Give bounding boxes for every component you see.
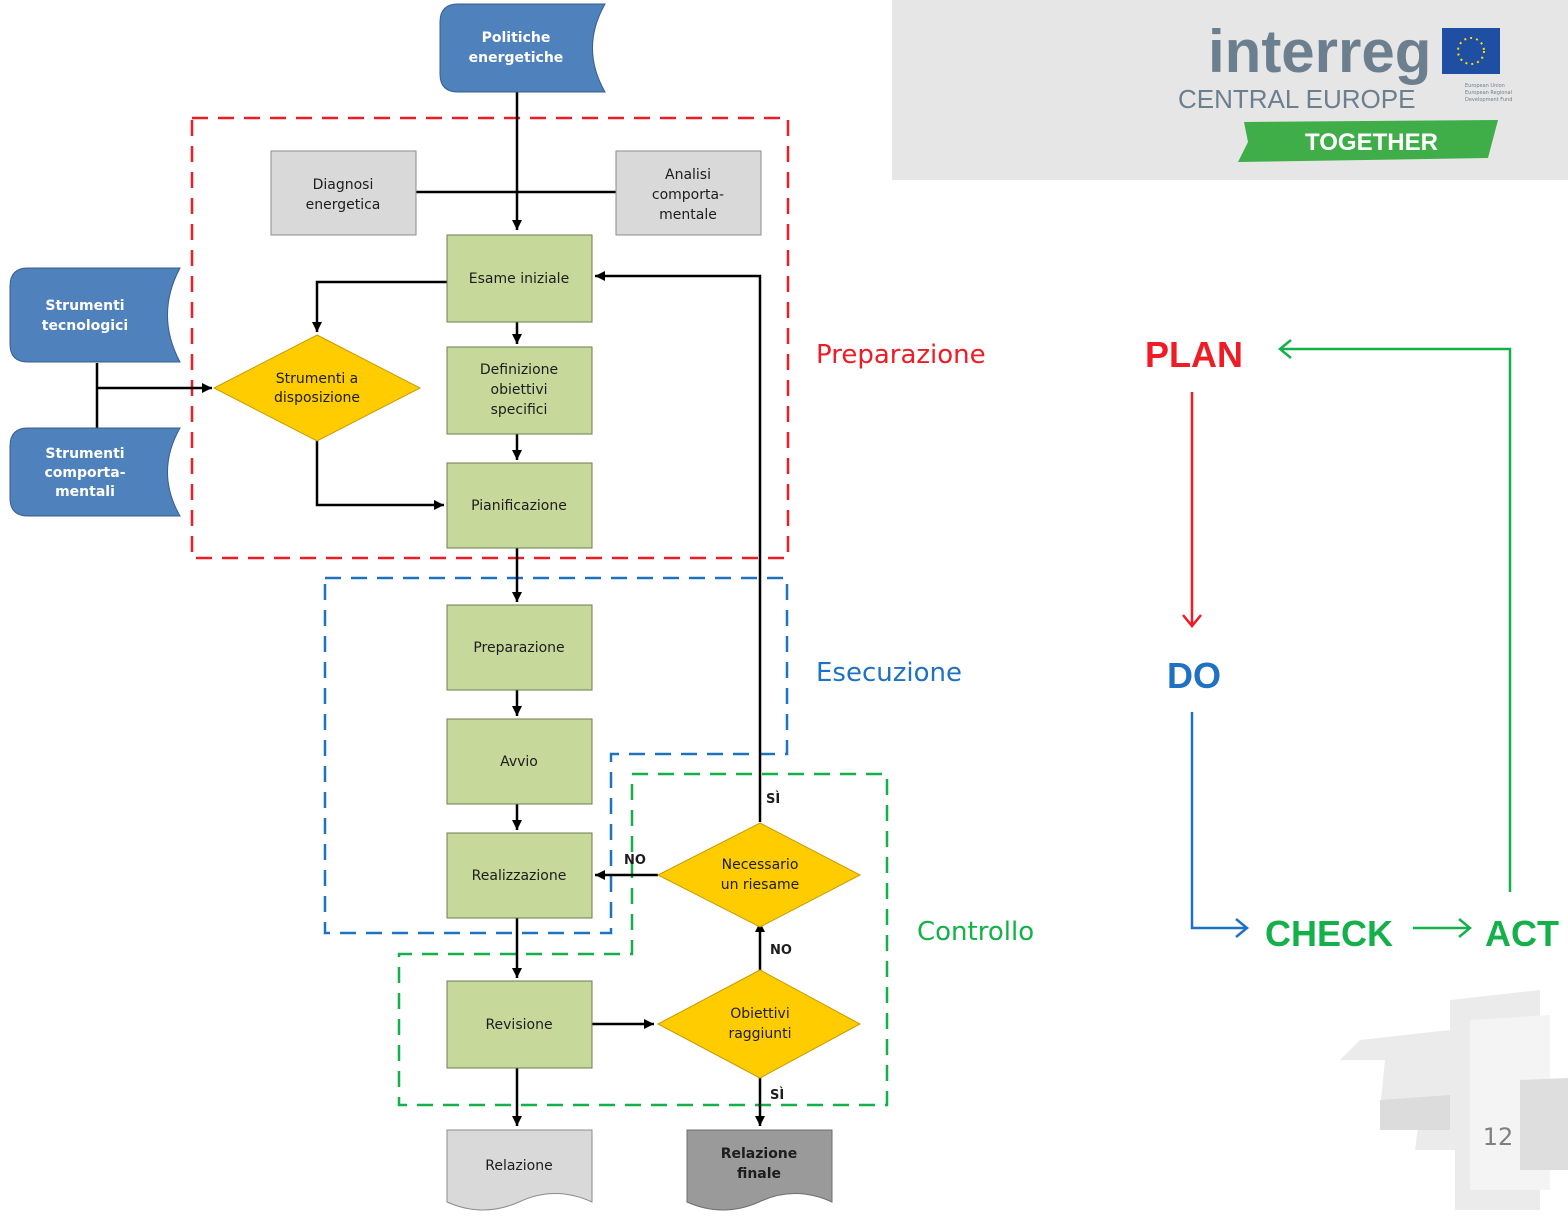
diagnosi-label-2: energetica <box>306 197 381 213</box>
politiche-label-1: Politiche <box>482 30 551 46</box>
phase-label-check: Controllo <box>917 917 1034 947</box>
pdca-do-label: DO <box>1167 655 1221 696</box>
realizzazione-node: Realizzazione <box>446 832 593 919</box>
revisione-node: Revisione <box>446 980 593 1069</box>
strumenti-tecnologici-label-1: Strumenti <box>45 298 124 314</box>
obiettivi-label-2: raggiunti <box>728 1026 791 1042</box>
definizione-label-2: obiettivi <box>491 382 548 398</box>
logo-fund-1: European Union <box>1465 83 1505 89</box>
logo-panel: interreg CENTRAL EUROPE European Union E… <box>892 0 1568 180</box>
relazione-node: Relazione <box>446 1129 593 1211</box>
preparazione-node: Preparazione <box>446 604 593 691</box>
relazione-finale-label-1: Relazione <box>721 1146 798 1162</box>
diagnosi-label-1: Diagnosi <box>313 177 374 193</box>
strumenti-disposizione-label-2: disposizione <box>274 390 360 406</box>
strumenti-comportamentali-label-3: mentali <box>55 484 115 500</box>
edge-label-no-mid: NO <box>770 943 792 958</box>
act-to-plan-arrow <box>1278 339 1512 892</box>
phase-label-do: Esecuzione <box>816 658 962 688</box>
strumenti-tecnologici-node: Strumenti tecnologici <box>9 267 181 363</box>
relazione-label: Relazione <box>485 1158 552 1174</box>
eu-flag-icon <box>1442 28 1500 74</box>
phase-label-plan: Preparazione <box>816 340 986 370</box>
logo-slogan: TOGETHER <box>1305 129 1438 156</box>
strumenti-disposizione-label-1: Strumenti a <box>276 371 359 387</box>
do-to-check-arrow <box>1190 712 1249 938</box>
edge-label-no-left: NO <box>624 853 646 868</box>
relazione-finale-label-2: finale <box>737 1166 781 1182</box>
definizione-label-3: specifici <box>491 402 548 418</box>
obiettivi-raggiunti-node: Obiettivi raggiunti <box>656 969 862 1079</box>
check-region <box>397 772 889 1107</box>
pianificazione-node: Pianificazione <box>446 462 593 549</box>
edge-label-si-bottom: SÌ <box>770 1087 784 1103</box>
revisione-label: Revisione <box>485 1017 552 1033</box>
esame-iniziale-node: Esame iniziale <box>446 234 593 323</box>
necessario-riesame-node: Necessario un riesame <box>656 822 862 928</box>
pdca-plan-label: PLAN <box>1145 334 1243 375</box>
politiche-energetiche-node: Politiche energetiche <box>439 3 606 93</box>
analisi-label-3: mentale <box>659 207 717 223</box>
strumenti-tecnologici-label-2: tecnologici <box>42 318 128 334</box>
connectors <box>95 92 765 1126</box>
logo-region: CENTRAL EUROPE <box>1178 84 1415 114</box>
avvio-label: Avvio <box>500 754 538 770</box>
pianificazione-label: Pianificazione <box>471 498 567 514</box>
diagnosi-energetica-node: Diagnosi energetica <box>270 150 417 236</box>
strumenti-comportamentali-label-2: comporta- <box>45 465 126 481</box>
plan-region <box>190 116 790 560</box>
definizione-label-1: Definizione <box>480 362 558 378</box>
necessario-label-2: un riesame <box>721 877 800 893</box>
strumenti-disposizione-node: Strumenti a disposizione <box>212 334 422 442</box>
strumenti-comportamentali-node: Strumenti comporta- mentali <box>9 427 181 517</box>
pdca-cycle: PLAN DO CHECK ACT <box>1145 334 1559 954</box>
logo-slogan-banner <box>1238 120 1498 162</box>
page-number-decoration <box>1340 990 1568 1210</box>
definizione-obiettivi-node: Definizione obiettivi specifici <box>446 346 593 435</box>
necessario-label-1: Necessario <box>722 857 799 873</box>
realizzazione-label: Realizzazione <box>472 868 567 884</box>
analisi-comportamentale-node: Analisi comporta- mentale <box>615 150 762 236</box>
edge-label-si-top: SÌ <box>766 791 780 807</box>
logo-fund-2: European Regional <box>1465 90 1512 96</box>
esame-label: Esame iniziale <box>469 271 569 287</box>
logo-fund-3: Development Fund <box>1465 97 1512 103</box>
page-number: 12 <box>1483 1123 1514 1151</box>
obiettivi-label-1: Obiettivi <box>730 1006 789 1022</box>
strumenti-comportamentali-label-1: Strumenti <box>45 446 124 462</box>
do-region <box>323 576 789 935</box>
relazione-finale-node: Relazione finale <box>686 1129 833 1211</box>
analisi-label-1: Analisi <box>665 167 711 183</box>
pdca-act-label: ACT <box>1485 913 1559 954</box>
preparazione-label: Preparazione <box>473 640 564 656</box>
analisi-label-2: comporta- <box>652 187 724 203</box>
pdca-check-label: CHECK <box>1265 913 1393 954</box>
politiche-label-2: energetiche <box>469 50 564 66</box>
avvio-node: Avvio <box>446 718 593 805</box>
logo-brand: interreg <box>1208 18 1431 85</box>
